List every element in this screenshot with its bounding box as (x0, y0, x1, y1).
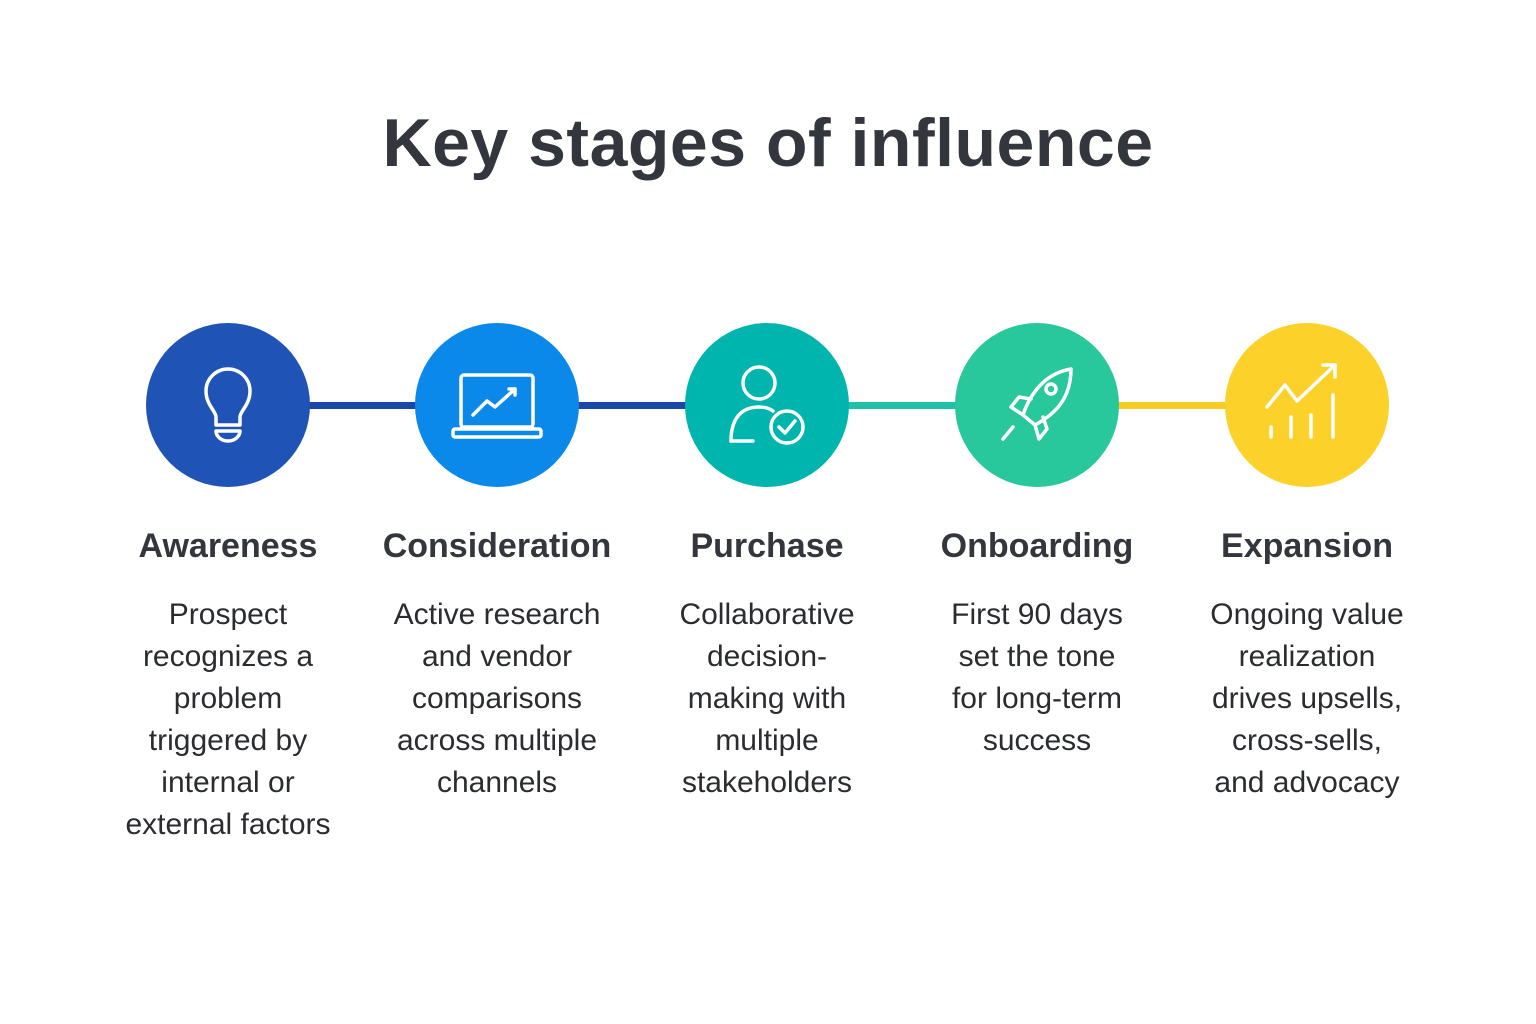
connector-3 (840, 402, 970, 409)
stage-circle (146, 323, 310, 487)
rocket-icon (1001, 367, 1073, 441)
user-check-icon (729, 365, 805, 445)
stage-description: Active research and vendor comparisons a… (393, 598, 601, 799)
growth-chart-icon (1265, 363, 1337, 439)
stage-label: Awareness (138, 527, 318, 565)
stage-onboarding: Onboarding First 90 days set the tone fo… (887, 323, 1187, 762)
connector-2 (570, 402, 700, 409)
laptop-chart-icon (451, 373, 543, 439)
stage-label: Onboarding (940, 527, 1134, 565)
stage-circle (955, 323, 1119, 487)
stage-description: Collaborative decision- making with mult… (679, 598, 855, 799)
page-title: Key stages of influence (382, 105, 1154, 181)
connector-1 (300, 402, 430, 409)
stage-description: Ongoing value realization drives upsells… (1210, 598, 1404, 799)
stage-description: First 90 days set the tone for long-term… (951, 598, 1123, 757)
stage-purchase: Purchase Collaborative decision- making … (617, 323, 917, 804)
stage-awareness: Awareness Prospect recognizes a problem … (78, 323, 378, 846)
stage-expansion: Expansion Ongoing value realization driv… (1157, 323, 1457, 804)
stage-label: Consideration (382, 527, 612, 565)
stage-label: Purchase (690, 527, 844, 565)
stage-description: Prospect recognizes a problem triggered … (125, 598, 331, 841)
stage-circle (1225, 323, 1389, 487)
lightbulb-icon (204, 367, 252, 443)
stage-circle (685, 323, 849, 487)
stage-label: Expansion (1221, 527, 1393, 565)
connector-4 (1110, 402, 1240, 409)
stage-consideration: Consideration Active research and vendor… (347, 323, 647, 804)
stage-circle (415, 323, 579, 487)
